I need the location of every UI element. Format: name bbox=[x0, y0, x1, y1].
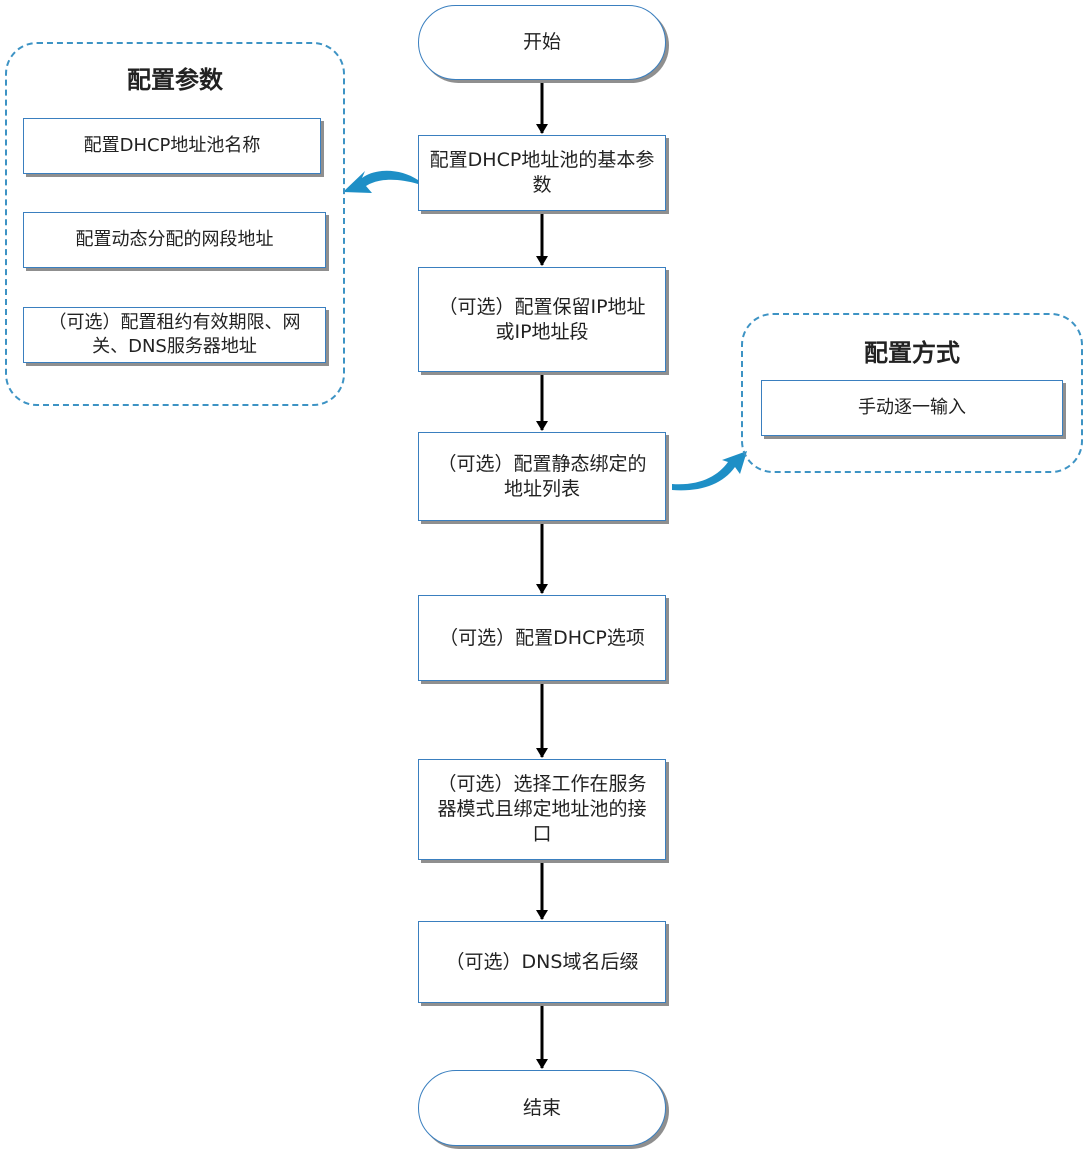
params-item-lease-gateway-dns: （可选）配置租约有效期限、网关、DNS服务器地址 bbox=[23, 307, 326, 363]
start-node: 开始 bbox=[418, 5, 666, 80]
callout-arrow-to-params bbox=[343, 170, 418, 193]
method-item-manual-input: 手动逐一输入 bbox=[761, 380, 1063, 436]
params-item-pool-name: 配置DHCP地址池名称 bbox=[23, 118, 321, 174]
step-dns-suffix: （可选）DNS域名后缀 bbox=[418, 921, 666, 1003]
params-group-title: 配置参数 bbox=[127, 66, 223, 94]
step-reserve-ip: （可选）配置保留IP地址或IP地址段 bbox=[418, 267, 666, 372]
method-group bbox=[741, 313, 1083, 473]
step-static-binding: （可选）配置静态绑定的地址列表 bbox=[418, 432, 666, 521]
callout-arrow-to-method bbox=[672, 451, 747, 491]
params-group bbox=[5, 42, 345, 406]
step-dhcp-options: （可选）配置DHCP选项 bbox=[418, 595, 666, 681]
end-node: 结束 bbox=[418, 1070, 666, 1146]
params-item-dynamic-network: 配置动态分配的网段地址 bbox=[23, 212, 326, 268]
step-bind-interface: （可选）选择工作在服务器模式且绑定地址池的接口 bbox=[418, 759, 666, 860]
method-group-title: 配置方式 bbox=[864, 339, 960, 367]
step-configure-pool-basic: 配置DHCP地址池的基本参数 bbox=[418, 135, 666, 211]
